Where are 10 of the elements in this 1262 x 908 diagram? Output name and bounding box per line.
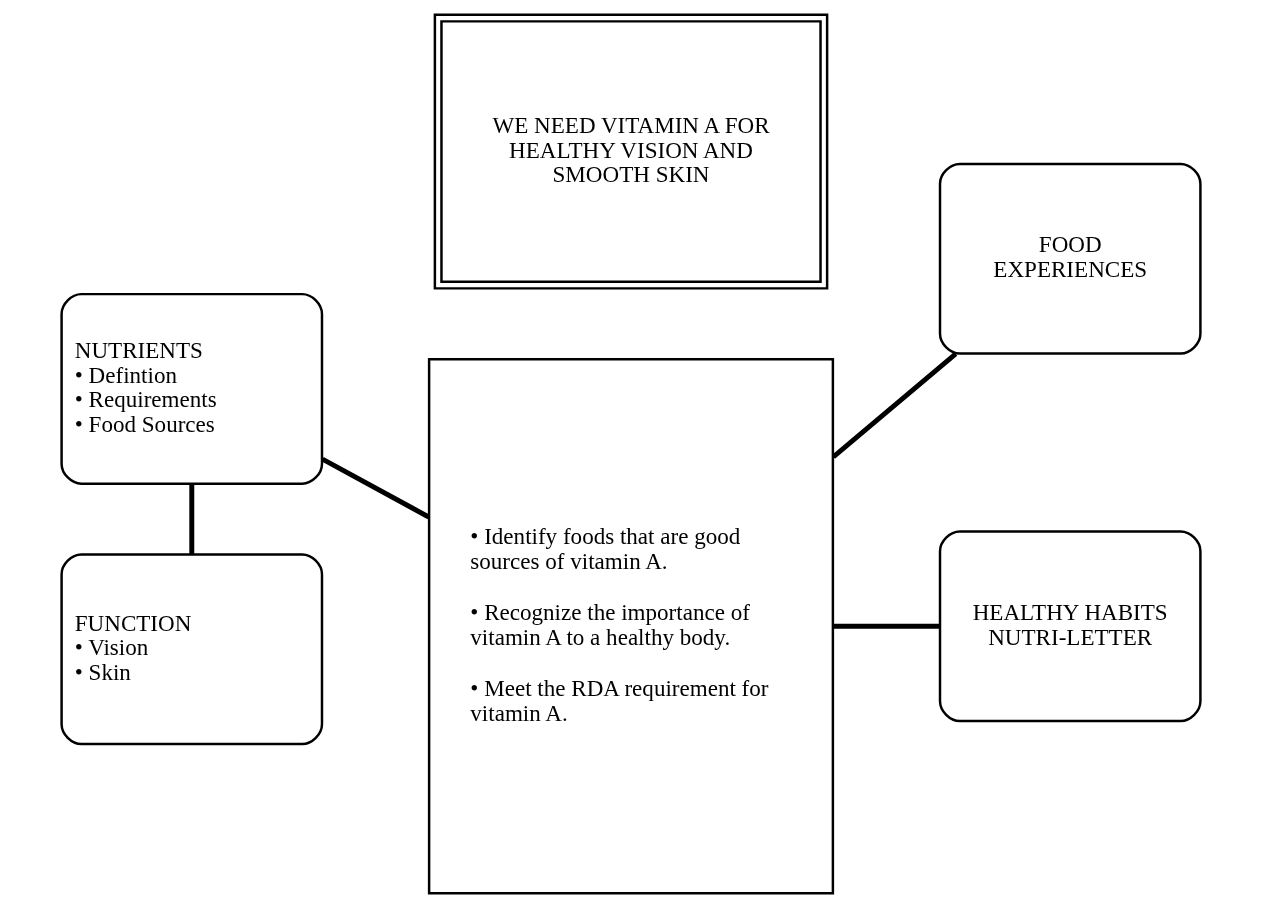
connector: [189, 483, 195, 555]
node-box: HEALTHY HABITS NUTRI-LETTER: [938, 530, 1202, 723]
node-box: FOOD EXPERIENCES: [938, 162, 1202, 355]
node-box: • Identify foods that are good sources of vitamin A. • Recognize the importance of vitamin A to a healthy body. • Meet the RDA requirement for vitamin A.: [427, 358, 835, 895]
connector: [833, 623, 940, 629]
node-box: WE NEED VITAMIN A FOR HEALTHY VISION AND SMOOTH SKIN: [433, 13, 829, 290]
connector: [321, 456, 430, 520]
connector: [831, 351, 958, 459]
node-box: NUTRIENTS • Defintion • Requirements • Food Sources: [60, 292, 324, 485]
node-box: FUNCTION • Vision • Skin: [60, 553, 324, 746]
